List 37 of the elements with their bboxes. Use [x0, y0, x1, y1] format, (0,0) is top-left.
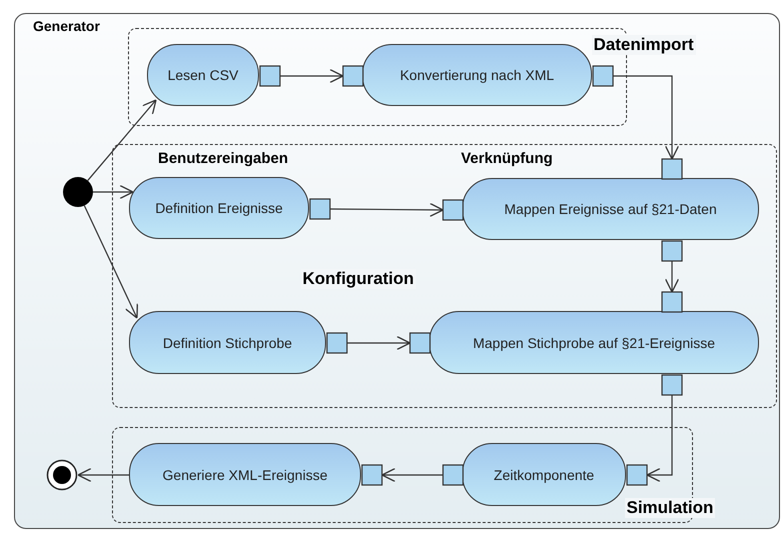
control-flow-arrow — [280, 68, 344, 84]
control-flow-arrow — [381, 468, 443, 482]
control-flow-arrow — [93, 184, 134, 200]
control-flow-arrow — [613, 75, 680, 160]
action-node — [129, 443, 361, 506]
action-node — [462, 178, 759, 240]
partition-title: Simulation — [624, 498, 716, 518]
control-flow-arrow — [330, 202, 444, 218]
action-node — [362, 44, 592, 106]
final-node — [46, 458, 78, 490]
partition-title: Konfiguration — [300, 268, 416, 288]
action-label: Konvertierung nach XML — [400, 67, 554, 83]
action-node — [462, 443, 626, 506]
action-label: Lesen CSV — [168, 67, 238, 83]
initial-node — [62, 176, 92, 206]
action-label: Zeitkomponente — [494, 466, 594, 482]
control-flow-arrow — [347, 336, 411, 350]
action-label: Generiere XML-Ereignisse — [162, 466, 328, 482]
partition-label: Verknüpfung — [461, 150, 553, 167]
control-flow-arrow — [646, 395, 673, 482]
control-flow-arrow — [664, 261, 680, 293]
action-label: Mappen Ereignisse auf §21-Daten — [504, 201, 717, 217]
control-flow-arrow — [77, 468, 130, 482]
action-label: Mappen Stichprobe auf §21-Ereignisse — [472, 334, 716, 350]
action-node — [429, 311, 759, 374]
partition-region — [112, 144, 776, 408]
action-label: Definition Stichprobe — [162, 334, 292, 350]
action-label: Definition Ereignisse — [155, 200, 283, 216]
frame-title: Generator — [32, 18, 101, 34]
control-flow-arrow — [84, 205, 138, 319]
activity-frame — [14, 13, 780, 529]
action-node — [147, 44, 259, 106]
partition-title: Datenimport — [592, 34, 696, 54]
partition-label: Benutzereingaben — [158, 150, 288, 167]
action-node — [129, 177, 309, 239]
action-node — [129, 311, 326, 374]
control-flow-arrow — [87, 99, 157, 181]
